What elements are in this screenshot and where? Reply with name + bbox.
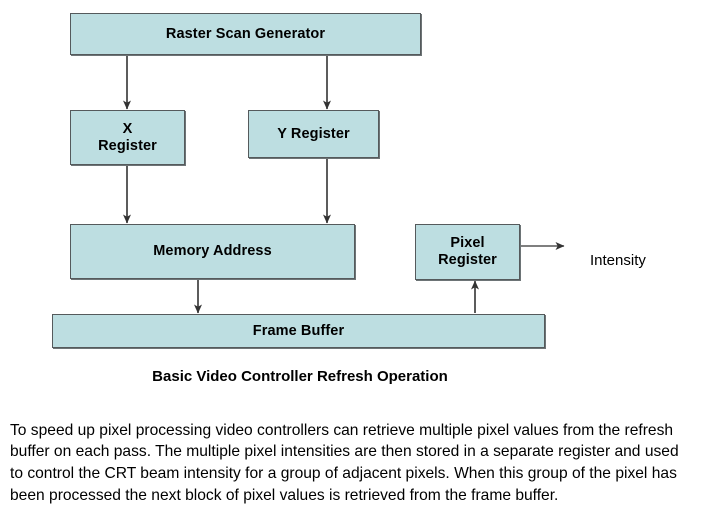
body-paragraph: To speed up pixel processing video contr… — [10, 421, 679, 505]
node-raster-scan-generator: Raster Scan Generator — [70, 13, 421, 55]
node-label-memory-address: Memory Address — [153, 243, 272, 260]
node-label-x-register-line1: X — [122, 120, 133, 137]
node-pixel-register: Pixel Register — [415, 224, 520, 280]
figure-caption: Basic Video Controller Refresh Operation — [152, 368, 448, 385]
node-memory-address: Memory Address — [70, 224, 355, 279]
node-label-raster-scan-generator: Raster Scan Generator — [165, 25, 326, 42]
label-intensity: Intensity — [590, 252, 646, 269]
node-label-x-register-line2: Register — [98, 137, 157, 154]
node-frame-buffer: Frame Buffer — [52, 314, 545, 348]
node-label-frame-buffer: Frame Buffer — [252, 322, 345, 339]
block-diagram: Raster Scan Generator X Register Y Regis… — [52, 13, 646, 385]
node-label-y-register: Y Register — [277, 125, 350, 142]
node-label-pixel-register-line2: Register — [438, 252, 497, 268]
node-x-register: X Register — [70, 110, 185, 165]
node-y-register: Y Register — [248, 110, 379, 158]
node-label-pixel-register-line1: Pixel — [450, 235, 485, 252]
